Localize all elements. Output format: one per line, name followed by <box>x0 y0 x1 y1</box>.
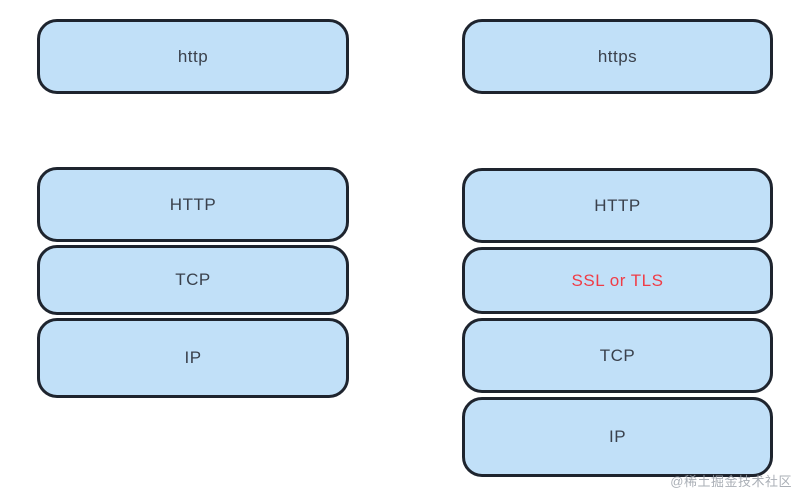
layer-box-http-left: HTTP <box>37 167 349 242</box>
layer-label: IP <box>184 348 202 367</box>
layer-box-http-right: HTTP <box>462 168 773 243</box>
http-header-box: http <box>37 19 349 94</box>
layer-box-ip-left: IP <box>37 318 349 398</box>
layer-box-ip-right: IP <box>462 397 773 477</box>
layer-label: HTTP <box>594 195 641 215</box>
layer-label: TCP <box>599 345 636 365</box>
layer-label-highlight: SSL or TLS <box>571 270 664 290</box>
layer-box-tcp-left: TCP <box>37 245 349 315</box>
https-protocol-stack: HTTP SSL or TLS TCP IP <box>462 168 773 477</box>
layer-box-tcp-right: TCP <box>462 318 773 393</box>
http-protocol-stack: HTTP TCP IP <box>37 167 349 398</box>
https-header-label: https <box>597 46 638 66</box>
http-header-label: http <box>177 46 209 66</box>
https-header-box: https <box>462 19 773 94</box>
layer-box-ssl-or-tls: SSL or TLS <box>462 247 773 314</box>
layer-label: HTTP <box>169 194 217 214</box>
layer-label: TCP <box>175 270 211 289</box>
watermark: @稀土掘金技术社区 <box>670 474 792 489</box>
layer-label: IP <box>608 427 627 446</box>
